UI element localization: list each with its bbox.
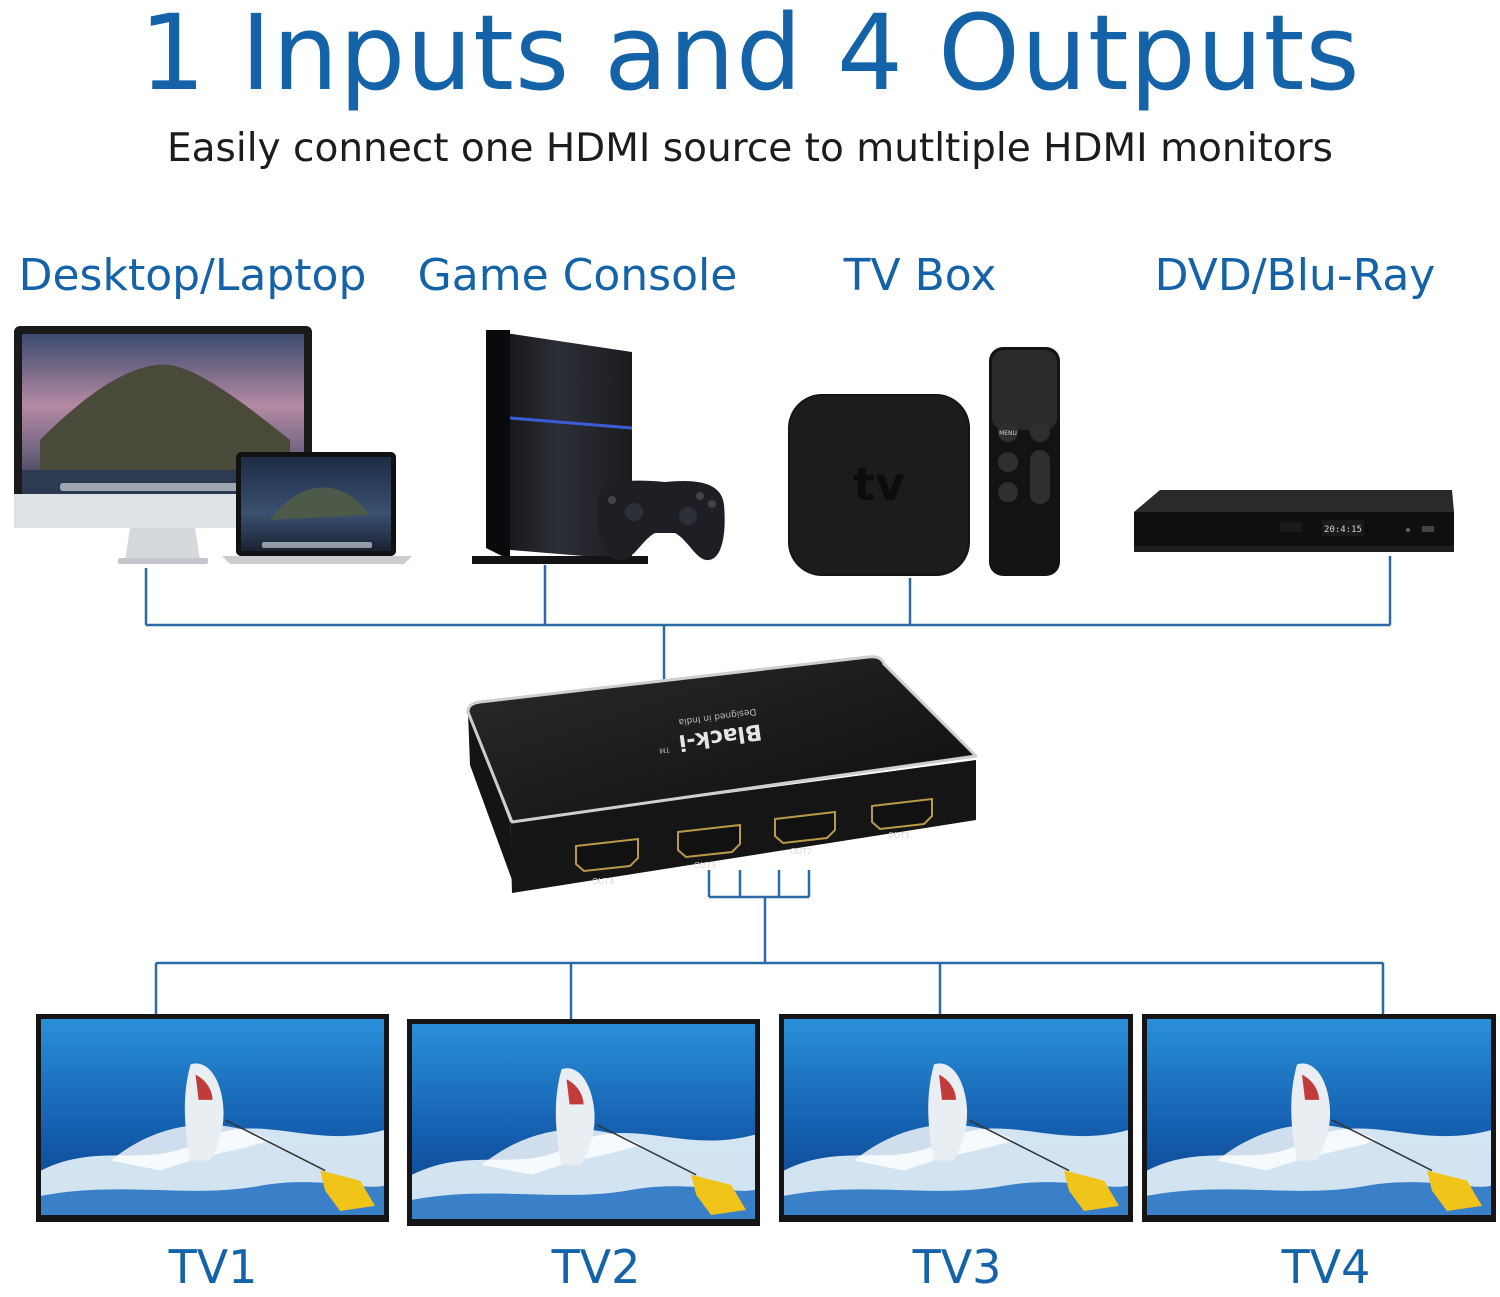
output-connection-lines xyxy=(154,870,1385,1019)
hdmi-port-out4: OUT4 xyxy=(575,837,639,886)
tv-monitor-3 xyxy=(779,1014,1133,1222)
hdmi-splitter-icon: Black-i TM Designed in India OUT4 OUT3 O… xyxy=(466,655,978,893)
hdmi-port-out3: OUT3 xyxy=(677,823,741,870)
hdmi-port-out1: OUT1 xyxy=(871,797,933,840)
remote-icon: MENU xyxy=(989,347,1060,576)
page-title: 1 Inputs and 4 Outputs xyxy=(139,0,1361,114)
game-console-icon xyxy=(472,330,725,564)
tv-monitor-1 xyxy=(36,1014,389,1222)
tv-label-3: TV3 xyxy=(912,1240,1002,1294)
tv-monitor-2 xyxy=(407,1019,760,1226)
input-connection-lines xyxy=(144,556,1392,680)
svg-text:OUT1: OUT1 xyxy=(888,831,910,840)
svg-text:OUT3: OUT3 xyxy=(694,861,716,870)
source-label-game-console: Game Console xyxy=(417,250,738,301)
tv-box-logo: tv xyxy=(853,457,905,511)
blu-ray-player-icon: 20:4:15 xyxy=(1134,490,1454,552)
page-subtitle: Easily connect one HDMI source to mutlti… xyxy=(167,126,1333,171)
splitter-brand-tm: TM xyxy=(659,745,671,754)
desktop-laptop-icon xyxy=(14,326,412,564)
source-label-tv-box: TV Box xyxy=(843,250,997,301)
source-label-desktop-laptop: Desktop/Laptop xyxy=(18,250,367,301)
remote-menu-label: MENU xyxy=(999,430,1017,437)
bluray-display: 20:4:15 xyxy=(1324,525,1362,535)
svg-text:OUT2: OUT2 xyxy=(790,847,812,856)
tv-box-icon: tv xyxy=(788,394,970,576)
tv-monitor-4 xyxy=(1142,1014,1496,1222)
source-label-dvd-bluray: DVD/Blu-Ray xyxy=(1154,250,1436,301)
tv-label-2: TV2 xyxy=(551,1240,641,1294)
tv-label-1: TV1 xyxy=(168,1240,258,1294)
tv-label-4: TV4 xyxy=(1281,1240,1371,1294)
hdmi-port-out2: OUT2 xyxy=(774,810,836,856)
svg-text:OUT4: OUT4 xyxy=(592,877,614,886)
